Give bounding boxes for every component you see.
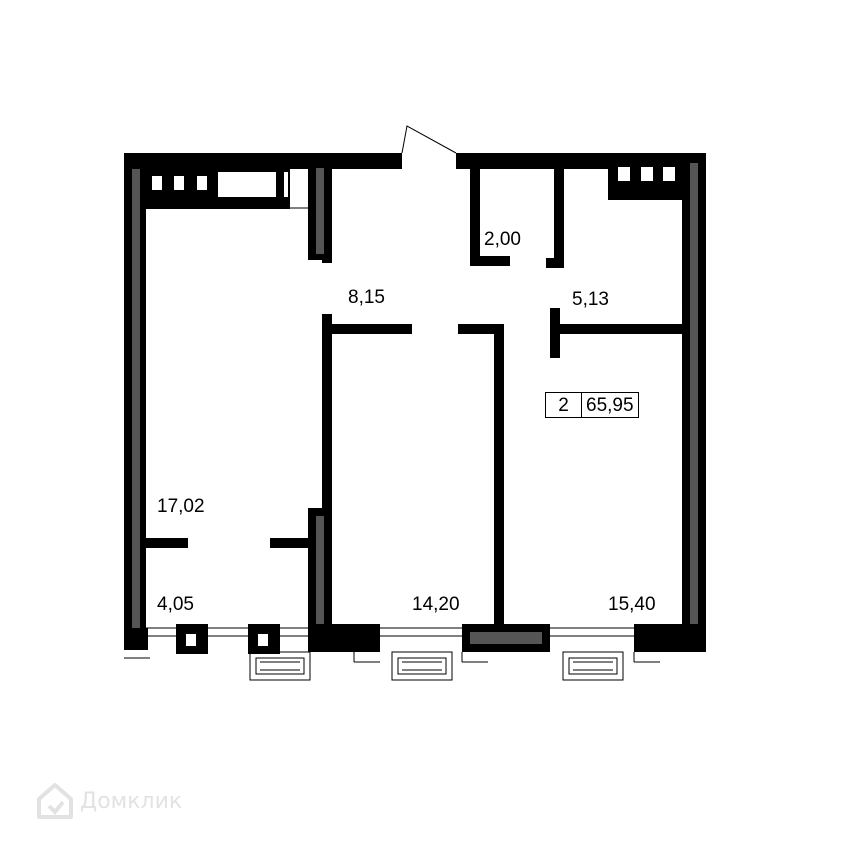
room-area-living: 17,02 [157, 496, 205, 517]
storage-wall-left [470, 160, 480, 266]
outer-wall-left-grey [132, 163, 140, 643]
watermark: Домклик [36, 782, 182, 820]
outer-wall-top-left [124, 153, 402, 169]
room-area-loggia: 4,05 [157, 594, 194, 615]
vent-hole-r3 [663, 167, 675, 181]
bedroom-wall-top-right [458, 324, 504, 334]
vent-hole-3 [197, 176, 207, 190]
bedroom-wall-right [494, 324, 504, 628]
room-area-bedroom: 14,20 [412, 594, 460, 615]
vent-hole-r1 [618, 167, 630, 181]
vent-hole-4 [218, 172, 276, 197]
vent-hole-5 [284, 172, 288, 197]
ac-unit-2 [391, 651, 453, 681]
apartment-summary: 2 65,95 [545, 392, 639, 418]
bathroom-wall-bottom [550, 324, 684, 334]
watermark-text: Домклик [80, 788, 183, 814]
house-logo-icon [37, 783, 73, 819]
storage-wall-right [554, 160, 564, 268]
partition-hall-left-grey [316, 168, 324, 254]
entrance-door [401, 125, 457, 154]
loggia-stub-left [146, 538, 188, 548]
ac-unit-1 [249, 651, 311, 681]
storage-wall-bottom [470, 256, 510, 266]
vent-hole-1 [152, 176, 162, 190]
room-area-storage: 2,00 [484, 229, 521, 250]
bedroom-wall-left [322, 314, 332, 510]
bedroom-wall-lower-left-grey [316, 516, 324, 642]
room-area-bathroom: 5,13 [572, 289, 609, 310]
loggia-stub-right [270, 538, 310, 548]
vent-hole-2 [174, 176, 184, 190]
total-area: 65,95 [586, 395, 634, 416]
bedroom-wall-top-left [322, 324, 412, 334]
ac-unit-3 [562, 651, 624, 681]
room-area-kitchen: 15,40 [608, 594, 656, 615]
outer-wall-right-grey [690, 163, 698, 643]
vent-hole-r2 [641, 167, 653, 181]
room-area-hall: 8,15 [348, 287, 385, 308]
rooms-count: 2 [546, 393, 582, 417]
